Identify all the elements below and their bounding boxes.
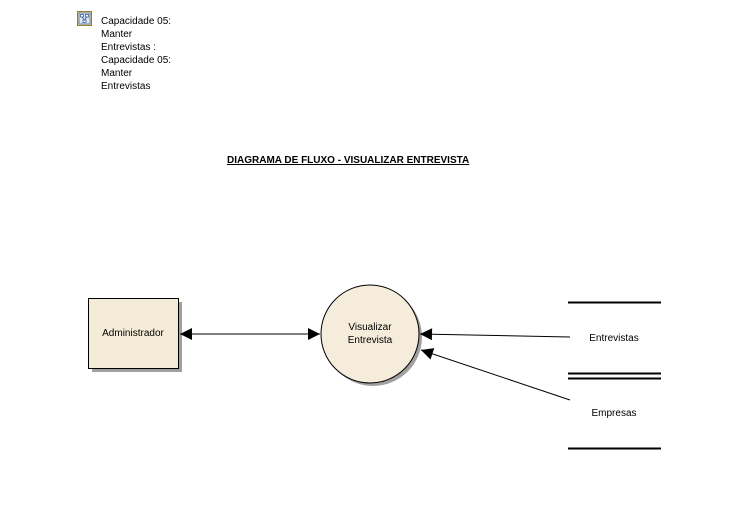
package-name-line: Manter — [101, 68, 133, 79]
package-name[interactable]: Capacidade 05: Manter Entrevistas : Capa… — [101, 15, 211, 93]
package-name-line: Capacidade 05: — [101, 55, 172, 66]
process-circle — [320, 284, 420, 384]
flow-entrevistas-process[interactable] — [419, 328, 571, 341]
package-name-line: Capacidade 05: — [101, 16, 172, 27]
data-store-empresas[interactable]: Empresas — [568, 377, 661, 450]
data-store-label: Empresas — [591, 408, 636, 419]
process-visualizar-entrevista[interactable]: Visualizar Entrevista — [320, 284, 422, 386]
package-diagram-icon — [77, 11, 92, 26]
data-store-label: Entrevistas — [589, 333, 638, 344]
entity-box — [88, 298, 179, 369]
process-label-line: Entrevista — [348, 335, 393, 346]
package-name-line: Entrevistas — [101, 81, 151, 92]
package-name-line: Manter — [101, 29, 133, 40]
diagram-title: DIAGRAMA DE FLUXO - VISUALIZAR ENTREVIST… — [227, 155, 470, 166]
external-entity-administrador[interactable]: Administrador — [88, 298, 183, 373]
flow-empresas-process[interactable] — [420, 348, 571, 401]
entity-label: Administrador — [102, 328, 164, 339]
package-name-line: Entrevistas : — [101, 42, 157, 53]
data-store-entrevistas[interactable]: Entrevistas — [568, 301, 661, 375]
process-label-line: Visualizar — [348, 322, 392, 333]
package-note: Capacidade 05: Manter Entrevistas : Capa… — [77, 11, 217, 95]
